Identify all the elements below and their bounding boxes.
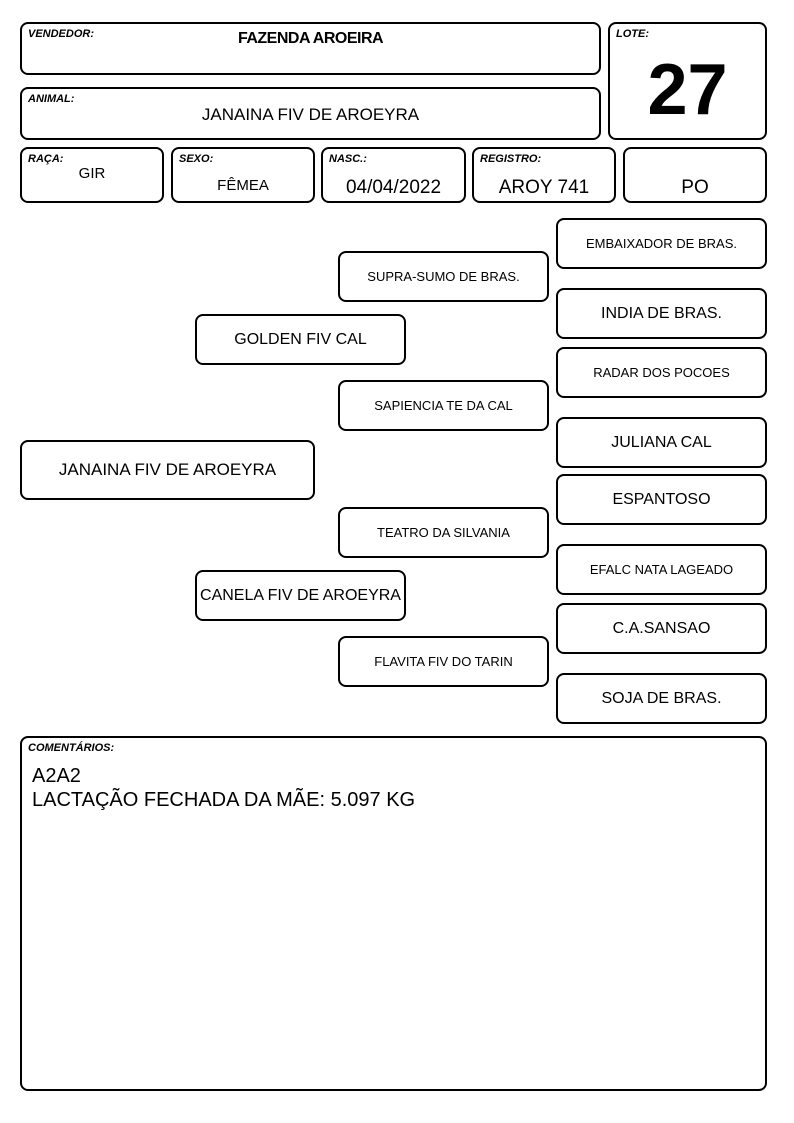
comments-box: COMENTÁRIOS: A2A2 LACTAÇÃO FECHADA DA MÃ… bbox=[20, 736, 767, 1091]
pedigree-ggp-4: JULIANA CAL bbox=[556, 417, 767, 468]
pedigree-ggp-6: EFALC NATA LAGEADO bbox=[556, 544, 767, 595]
registration-field: REGISTRO: AROY 741 bbox=[472, 147, 616, 203]
pedigree-dam: CANELA FIV DE AROEYRA bbox=[195, 570, 406, 621]
pedigree-ggp-8: SOJA DE BRAS. bbox=[556, 673, 767, 724]
animal-label: ANIMAL: bbox=[28, 93, 75, 105]
seller-field: VENDEDOR: FAZENDA AROEIRA bbox=[20, 22, 601, 75]
lot-number: 27 bbox=[647, 50, 728, 130]
birth-date-field: NASC.: 04/04/2022 bbox=[321, 147, 466, 203]
pedigree-ggp-1: EMBAIXADOR DE BRAS. bbox=[556, 218, 767, 269]
category-field: PO bbox=[623, 147, 767, 203]
pedigree-ggp-5: ESPANTOSO bbox=[556, 474, 767, 525]
sex-value: FÊMEA bbox=[217, 177, 269, 194]
pedigree-dam-dam: FLAVITA FIV DO TARIN bbox=[338, 636, 549, 687]
pedigree-sire-dam: SAPIENCIA TE DA CAL bbox=[338, 380, 549, 431]
birth-date-label: NASC.: bbox=[329, 153, 367, 165]
pedigree-animal: JANAINA FIV DE AROEYRA bbox=[20, 440, 315, 500]
birth-date-value: 04/04/2022 bbox=[345, 177, 442, 198]
comments-label: COMENTÁRIOS: bbox=[28, 742, 115, 754]
pedigree-ggp-2: INDIA DE BRAS. bbox=[556, 288, 767, 339]
comment-line: LACTAÇÃO FECHADA DA MÃE: 5.097 KG bbox=[32, 789, 416, 811]
lot-field: LOTE: 27 bbox=[608, 22, 767, 140]
lot-label: LOTE: bbox=[616, 28, 649, 40]
seller-label: VENDEDOR: bbox=[28, 28, 95, 40]
pedigree-ggp-3: RADAR DOS POCOES bbox=[556, 347, 767, 398]
registration-label: REGISTRO: bbox=[480, 153, 542, 165]
pedigree-sire-sire: SUPRA-SUMO DE BRAS. bbox=[338, 251, 549, 302]
pedigree-ggp-7: C.A.SANSAO bbox=[556, 603, 767, 654]
breed-field: RAÇA: GIR bbox=[20, 147, 164, 203]
comment-line: A2A2 bbox=[32, 765, 81, 787]
sex-label: SEXO: bbox=[179, 153, 214, 165]
pedigree-dam-sire: TEATRO DA SILVANIA bbox=[338, 507, 549, 558]
animal-value: JANAINA FIV DE AROEYRA bbox=[201, 105, 420, 124]
breed-value: GIR bbox=[78, 165, 106, 182]
breed-label: RAÇA: bbox=[28, 153, 64, 165]
animal-field: ANIMAL: JANAINA FIV DE AROEYRA bbox=[20, 87, 601, 140]
registration-value: AROY 741 bbox=[498, 177, 590, 198]
comments-text: A2A2 LACTAÇÃO FECHADA DA MÃE: 5.097 KG bbox=[32, 764, 415, 812]
category-value: PO bbox=[681, 177, 709, 198]
seller-value: FAZENDA AROEIRA bbox=[237, 30, 384, 47]
pedigree-sire: GOLDEN FIV CAL bbox=[195, 314, 406, 365]
sex-field: SEXO: FÊMEA bbox=[171, 147, 315, 203]
